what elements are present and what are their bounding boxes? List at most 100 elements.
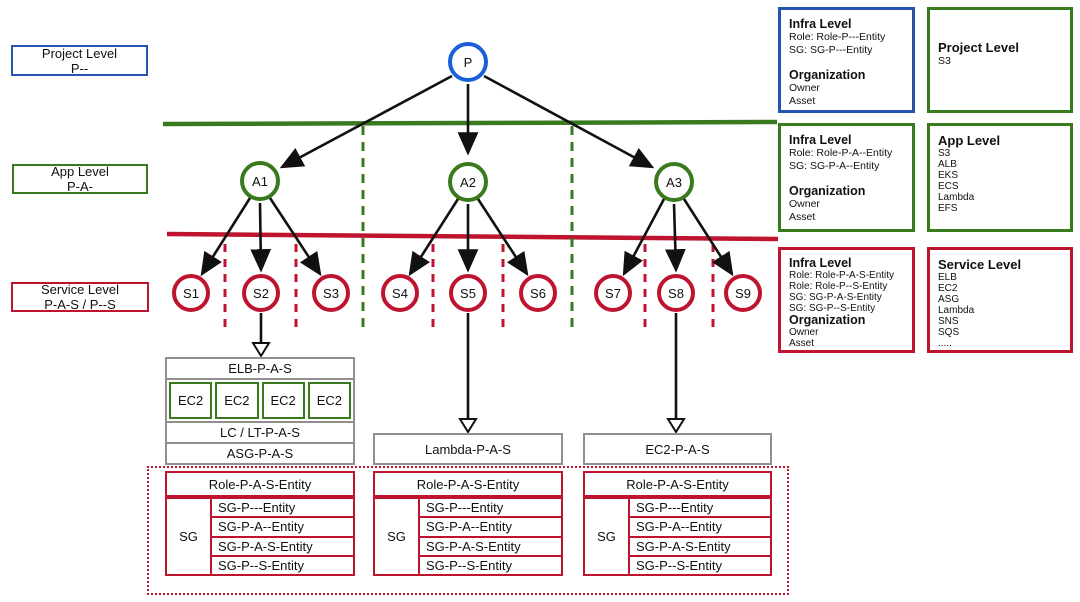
legend-line: Lambda (938, 192, 975, 203)
ec2-header: EC2-P-A-S (583, 433, 772, 465)
legend-heading: Organization (789, 313, 866, 327)
lc-lt-row: LC / LT-P-A-S (167, 421, 353, 442)
legend-line: S3 (938, 55, 951, 67)
legend-infra-service: Infra Level Role: Role-P-A-S-Entity Role… (778, 247, 915, 353)
lambda-header: Lambda-P-A-S (373, 433, 563, 465)
sg-row: SG-P-A--Entity (418, 516, 563, 538)
sg-row: SG-P-A--Entity (210, 516, 355, 538)
label-service-level: Service Level P-A-S / P--S (11, 282, 149, 312)
legend-heading: Service Level (938, 257, 1022, 272)
node-project-p: P (448, 42, 488, 82)
node-service-s2: S2 (242, 274, 280, 312)
legend-line: ..... (938, 338, 952, 349)
sg-row: SG-P--S-Entity (418, 554, 563, 576)
legend-line: ELB (938, 272, 957, 283)
label-project-level-pattern: P-- (70, 60, 89, 76)
app-to-service-arrows (200, 197, 734, 277)
legend-line: EKS (938, 170, 959, 181)
sg-label: SG (165, 497, 212, 576)
ec2-cell: EC2 (169, 382, 213, 419)
label-project-level: Project Level P-- (11, 45, 148, 76)
detail-elb-stack: ELB-P-A-S EC2 EC2 EC2 EC2 LC / LT-P-A-S … (165, 357, 355, 465)
service-to-detail-arrows (251, 313, 686, 434)
legend-line: SG: SG-P---Entity (789, 44, 873, 56)
legend-line: Lambda (938, 305, 975, 316)
node-app-a3: A3 (654, 162, 694, 202)
legend-line: SNS (938, 316, 959, 327)
sg-row: SG-P-A-S-Entity (418, 535, 563, 557)
sg-label: SG (583, 497, 630, 576)
sg-row: SG-P--S-Entity (628, 554, 772, 576)
legend-line: Asset (789, 211, 816, 223)
ec2-cell: EC2 (261, 382, 305, 419)
node-service-s8: S8 (657, 274, 695, 312)
elb-header: ELB-P-A-S (167, 359, 353, 378)
sg-row: SG-P-A-S-Entity (628, 535, 772, 557)
legend-line: SG: SG-P-A--Entity (789, 160, 880, 172)
legend-blank-line (789, 57, 904, 68)
node-service-s6: S6 (519, 274, 557, 312)
legend-line: S3 (938, 148, 951, 159)
legend-line: Role: Role-P--S-Entity (789, 281, 888, 292)
legend-line: ASG (938, 294, 960, 305)
legend-line: Owner (789, 327, 819, 338)
role-entity-row: Role-P-A-S-Entity (165, 471, 355, 497)
legend-line: Owner (789, 82, 820, 94)
node-service-s4: S4 (381, 274, 419, 312)
legend-line: Asset (789, 95, 816, 107)
legend-project-services: Project Level S3 (927, 7, 1073, 113)
legend-heading: Infra Level (789, 133, 852, 147)
legend-line: SG: SG-P--S-Entity (789, 303, 876, 314)
sg-row: SG-P---Entity (210, 497, 355, 519)
sg-rows: SG-P---Entity SG-P-A--Entity SG-P-A-S-En… (210, 497, 355, 576)
legend-line: SG: SG-P-A-S-Entity (789, 292, 882, 303)
label-app-level: App Level P-A- (12, 164, 148, 194)
legend-line: Asset (789, 338, 815, 349)
legend-line: Role: Role-P-A-S-Entity (789, 270, 895, 281)
legend-line: Owner (789, 198, 820, 210)
node-service-s9: S9 (724, 274, 762, 312)
node-service-s7: S7 (594, 274, 632, 312)
node-service-s3: S3 (312, 274, 350, 312)
legend-service-services: Service Level ELB EC2 ASG Lambda SNS SQS… (927, 247, 1073, 353)
label-app-level-pattern: P-A- (67, 179, 93, 194)
node-service-s5: S5 (449, 274, 487, 312)
sg-rows: SG-P---Entity SG-P-A--Entity SG-P-A-S-En… (628, 497, 772, 576)
legend-infra-project: Infra Level Role: Role-P---Entity SG: SG… (778, 7, 915, 113)
node-app-a2: A2 (448, 162, 488, 202)
legend-line: EFS (938, 203, 958, 214)
sg-row: SG-P---Entity (418, 497, 563, 519)
sg-row: SG-P-A-S-Entity (210, 535, 355, 557)
label-service-level-title: Service Level (40, 282, 120, 297)
project-to-app-arrows (279, 74, 655, 169)
label-service-level-pattern: P-A-S / P--S (44, 297, 116, 312)
ec2-instance-row: EC2 EC2 EC2 EC2 (167, 378, 353, 421)
sg-row: SG-P--S-Entity (210, 554, 355, 576)
ec2-cell: EC2 (307, 382, 351, 419)
legend-heading: Organization (789, 184, 866, 198)
label-project-level-title: Project Level (41, 45, 118, 61)
legend-line: SQS (938, 327, 960, 338)
infra-group-dotted-outline (147, 466, 789, 595)
legend-heading: Organization (789, 68, 866, 82)
legend-line: Role: Role-P-A--Entity (789, 147, 893, 159)
legend-blank-line (789, 173, 904, 184)
asg-row: ASG-P-A-S (167, 442, 353, 463)
sg-table: SG SG-P---Entity SG-P-A--Entity SG-P-A-S… (373, 497, 563, 576)
legend-app-services: App Level S3 ALB EKS ECS Lambda EFS (927, 123, 1073, 232)
role-entity-row: Role-P-A-S-Entity (583, 471, 772, 497)
legend-line: ALB (938, 159, 957, 170)
legend-heading: Project Level (938, 40, 1019, 55)
legend-line: Role: Role-P---Entity (789, 31, 886, 43)
ec2-cell: EC2 (215, 382, 259, 419)
sg-rows: SG-P---Entity SG-P-A--Entity SG-P-A-S-En… (418, 497, 563, 576)
node-service-s1: S1 (172, 274, 210, 312)
sg-row: SG-P---Entity (628, 497, 772, 519)
sg-row: SG-P-A--Entity (628, 516, 772, 538)
label-app-level-title: App Level (51, 164, 109, 179)
sg-table: SG SG-P---Entity SG-P-A--Entity SG-P-A-S… (583, 497, 772, 576)
legend-line: ECS (938, 181, 959, 192)
sg-label: SG (373, 497, 420, 576)
